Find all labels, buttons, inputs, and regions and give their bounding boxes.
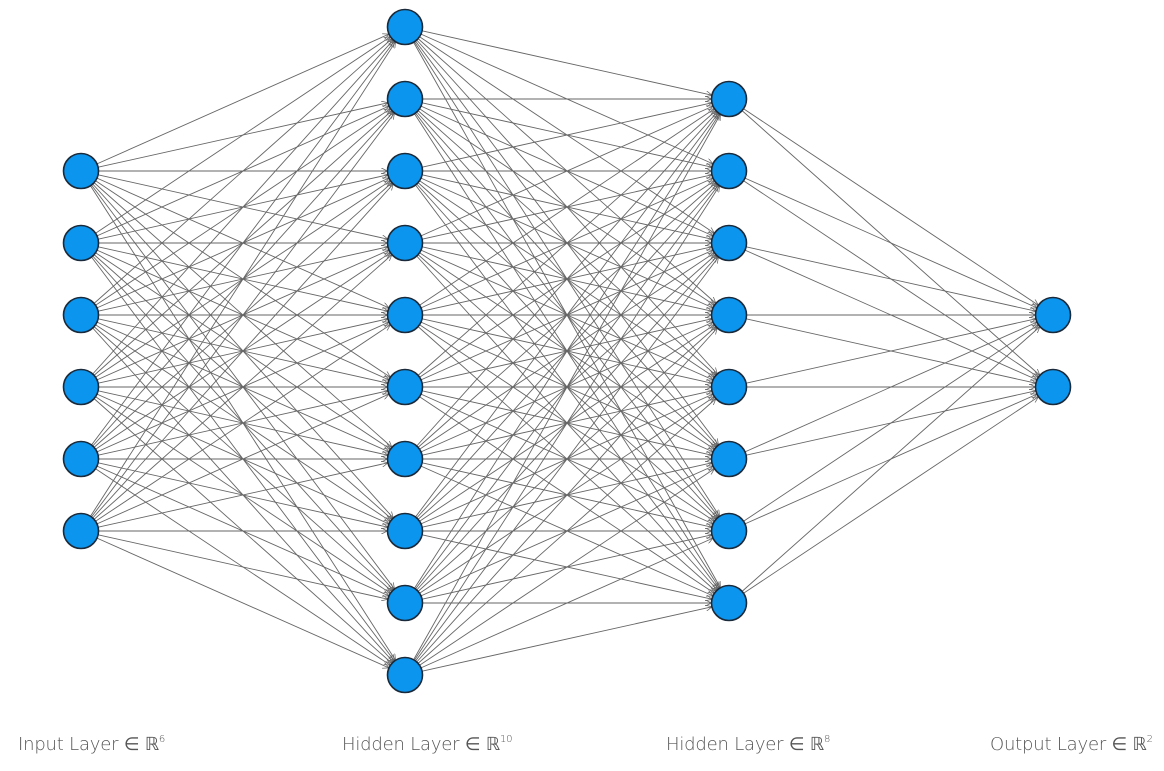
- edge-l0-n5-to-l1-n4: [95, 325, 391, 522]
- edge-l1-n9-to-l2-n1: [414, 186, 719, 661]
- edge-l1-n3-to-l2-n0: [420, 106, 713, 237]
- edge-l1-n9-to-l2-n6: [420, 538, 713, 669]
- edge-l0-n1-to-l1-n0: [95, 37, 391, 234]
- connection-edges: [90, 30, 1040, 672]
- edge-l1-n8-to-l2-n0: [414, 114, 719, 589]
- edge-l2-n4-to-l3-n0: [745, 319, 1036, 384]
- edge-l0-n2-to-l1-n0: [93, 39, 392, 304]
- hidden-layer-1-label-text: Hidden Layer ∈ ℝ: [342, 734, 500, 755]
- hidden-layer-2-label: Hidden Layer ∈ ℝ8: [666, 734, 830, 755]
- output-layer-label: Output Layer ∈ ℝ2: [990, 734, 1153, 755]
- edge-l2-n1-to-l3-n0: [744, 177, 1037, 308]
- edge-l2-n5-to-l3-n0: [744, 322, 1037, 453]
- hidden-layer-1-dimension: 10: [499, 734, 513, 745]
- hidden-layer-2-dimension: 8: [823, 734, 831, 745]
- edge-l1-n6-to-l2-n0: [416, 112, 718, 447]
- neuron-layer-2-4: [710, 368, 748, 406]
- input-layer-label: Input Layer ∈ ℝ6: [18, 734, 165, 755]
- edge-l0-n5-to-l1-n5: [96, 394, 389, 525]
- edge-l1-n7-to-l2-n0: [415, 113, 719, 518]
- edge-l1-n9-to-l2-n7: [421, 607, 712, 672]
- neuron-layer-2-3: [710, 296, 748, 334]
- edge-l1-n0-to-l2-n0: [421, 30, 712, 95]
- neuron-layer-0-2: [62, 296, 100, 334]
- edge-l2-n6-to-l3-n0: [743, 325, 1039, 522]
- neuron-layer-1-3: [386, 224, 424, 262]
- edge-l0-n4-to-l1-n0: [91, 41, 395, 446]
- neuron-layer-0-1: [62, 224, 100, 262]
- neuron-layer-0-5: [62, 512, 100, 550]
- neuron-layer-2-0: [710, 80, 748, 118]
- neuron-layer-1-5: [386, 368, 424, 406]
- edge-l0-n5-to-l1-n1: [91, 113, 395, 518]
- edge-l2-n2-to-l3-n0: [745, 246, 1036, 311]
- neuron-layer-0-3: [62, 368, 100, 406]
- edge-l1-n4-to-l2-n0: [419, 109, 715, 306]
- input-layer-label-text: Input Layer ∈ ℝ: [18, 734, 159, 755]
- edge-l0-n5-to-l1-n0: [90, 42, 395, 517]
- neuron-layer-0-0: [62, 152, 100, 190]
- neuron-layer-1-6: [386, 440, 424, 478]
- output-layer-label-text: Output Layer ∈ ℝ: [990, 734, 1147, 755]
- neuron-layer-2-7: [710, 584, 748, 622]
- edge-l2-n0-to-l3-n0: [743, 108, 1039, 306]
- hidden-layer-1-label: Hidden Layer ∈ ℝ10: [342, 734, 513, 755]
- neuron-layer-1-7: [386, 512, 424, 550]
- edge-l0-n5-to-l1-n3: [93, 255, 392, 520]
- edge-l1-n9-to-l2-n3: [416, 328, 718, 663]
- neuron-layer-3-1: [1034, 368, 1072, 406]
- neuron-layer-1-2: [386, 152, 424, 190]
- edge-l0-n5-to-l1-n2: [92, 184, 394, 519]
- edge-l1-n5-to-l2-n0: [417, 111, 716, 376]
- neuron-layer-2-5: [710, 440, 748, 478]
- neuron-layer-1-9: [386, 656, 424, 694]
- hidden-layer-2-label-text: Hidden Layer ∈ ℝ: [666, 734, 824, 755]
- neuron-layer-1-1: [386, 80, 424, 118]
- output-layer-dimension: 2: [1146, 734, 1153, 745]
- edge-l0-n5-to-l1-n6: [97, 463, 388, 528]
- neuron-layer-3-0: [1034, 296, 1072, 334]
- neuron-layer-1-8: [386, 584, 424, 622]
- neuron-layer-2-6: [710, 512, 748, 550]
- edge-l2-n7-to-l3-n0: [741, 327, 1040, 592]
- neuron-nodes: [62, 8, 1072, 694]
- neuron-layer-0-4: [62, 440, 100, 478]
- neuron-layer-2-1: [710, 152, 748, 190]
- edge-l1-n9-to-l2-n2: [415, 257, 719, 662]
- edge-l0-n5-to-l1-n9: [96, 537, 389, 668]
- neuron-layer-1-4: [386, 296, 424, 334]
- neuron-layer-1-0: [386, 8, 424, 46]
- edge-l1-n9-to-l2-n0: [413, 114, 721, 660]
- edge-l1-n9-to-l2-n4: [417, 399, 716, 664]
- edge-l0-n0-to-l1-n0: [96, 34, 389, 165]
- edge-l1-n2-to-l2-n0: [421, 103, 712, 168]
- edge-l2-n7-to-l3-n1: [743, 397, 1039, 594]
- input-layer-dimension: 6: [158, 734, 166, 745]
- edge-l1-n9-to-l2-n5: [419, 469, 715, 666]
- edge-l0-n5-to-l1-n8: [97, 534, 388, 599]
- neuron-layer-2-2: [710, 224, 748, 262]
- edge-l0-n3-to-l1-n0: [92, 40, 394, 375]
